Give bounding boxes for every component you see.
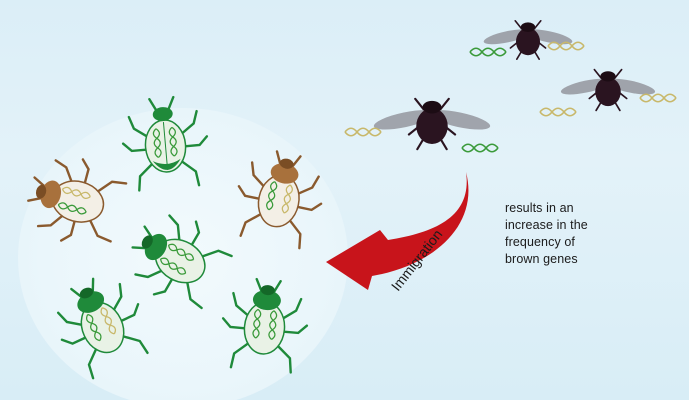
green-beetle-icon bbox=[219, 276, 311, 373]
caption-line-2: increase in the bbox=[505, 217, 655, 234]
green-beetle-icon bbox=[118, 201, 238, 319]
green-beetle-icon bbox=[44, 266, 158, 383]
dna-helix-icon bbox=[470, 48, 506, 56]
dna-helix-icon bbox=[345, 128, 381, 136]
flying-beetle-icon bbox=[560, 70, 657, 111]
caption-line-1: results in an bbox=[505, 200, 655, 217]
brown-beetle-icon bbox=[21, 149, 130, 253]
dna-helix-icon bbox=[462, 144, 498, 152]
flying-beetle-icon bbox=[372, 99, 491, 149]
caption: results in an increase in the frequency … bbox=[505, 200, 655, 268]
brown-beetle-icon bbox=[229, 145, 330, 250]
caption-line-3: frequency of bbox=[505, 234, 655, 251]
dna-helix-icon bbox=[640, 94, 676, 102]
green-beetle-icon bbox=[119, 94, 211, 191]
dna-helix-icon bbox=[540, 108, 576, 116]
caption-line-4: brown genes bbox=[505, 251, 655, 268]
